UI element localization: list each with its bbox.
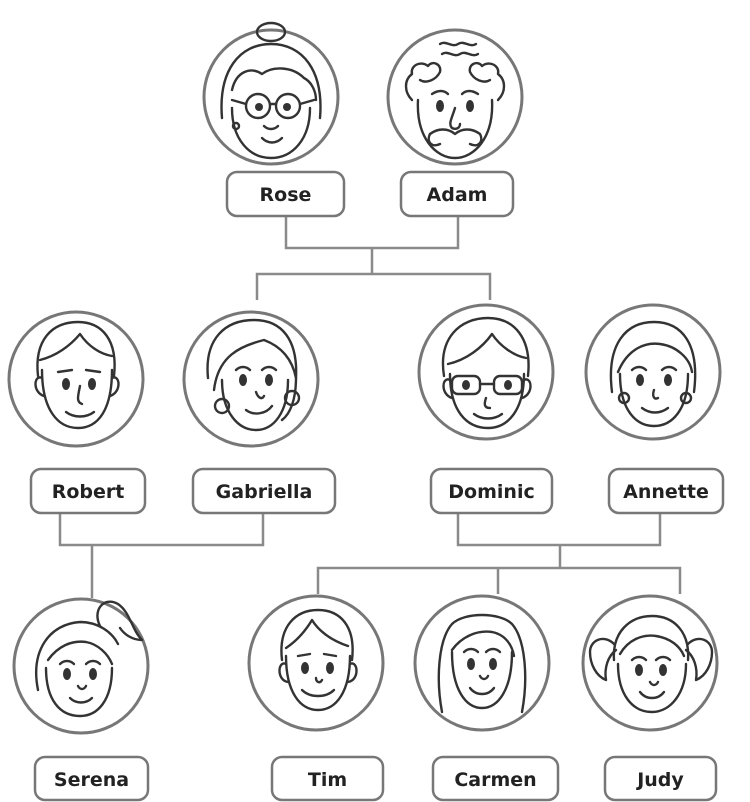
name-label: Robert (52, 481, 125, 503)
connector-rose-adam-couple (284, 215, 460, 250)
portrait-frame (12, 597, 150, 735)
boy-face-icon (278, 608, 358, 712)
name-label: Dominic (448, 481, 534, 503)
grandfather-face-icon (404, 41, 506, 160)
portrait-frame (7, 310, 145, 448)
connector-lines (58, 215, 682, 598)
name-box (270, 755, 385, 802)
person-annette: Annette (584, 303, 725, 515)
name-box (191, 467, 337, 515)
name-label: Carmen (454, 769, 536, 791)
name-label: Judy (635, 769, 684, 791)
name-label: Serena (54, 769, 129, 791)
portrait-frame (581, 594, 719, 732)
woman-face-icon (609, 320, 697, 428)
name-box (225, 170, 346, 218)
connector-dominic-annette-couple (456, 512, 662, 547)
girl-pigtails-face-icon (588, 614, 714, 714)
person-gabriella: Gabriella (182, 310, 337, 515)
person-serena: Serena (12, 597, 150, 802)
name-label: Rose (260, 184, 312, 206)
name-label: Gabriella (216, 481, 313, 503)
person-tim: Tim (247, 594, 385, 802)
girl-long-hair-face-icon (437, 613, 527, 714)
grandmother-face-icon (220, 21, 322, 160)
man-glasses-face-icon (441, 316, 532, 430)
name-box (33, 755, 150, 802)
name-box (429, 467, 554, 515)
man-face-icon (34, 320, 120, 430)
name-box (399, 170, 515, 218)
portrait-frame (182, 310, 320, 448)
person-judy: Judy (581, 594, 719, 802)
connector-to-grandchildren (316, 545, 682, 594)
portrait-frame (202, 28, 340, 166)
connector-robert-gabriella-couple (58, 512, 265, 547)
name-box (29, 467, 147, 515)
name-box (431, 755, 560, 802)
portrait-frame (584, 303, 722, 441)
woman-face-icon (206, 318, 301, 432)
person-rose: Rose (202, 21, 346, 218)
name-label: Annette (623, 481, 709, 503)
person-dominic: Dominic (417, 303, 555, 515)
person-adam: Adam (386, 28, 524, 218)
name-box (607, 467, 725, 515)
name-label: Adam (427, 184, 488, 206)
person-robert: Robert (7, 310, 147, 515)
connector-grandparents-to-children (255, 248, 492, 300)
girl-ponytail-face-icon (35, 600, 144, 718)
name-label: Tim (308, 769, 347, 791)
person-carmen: Carmen (413, 594, 560, 802)
name-box (603, 755, 718, 802)
